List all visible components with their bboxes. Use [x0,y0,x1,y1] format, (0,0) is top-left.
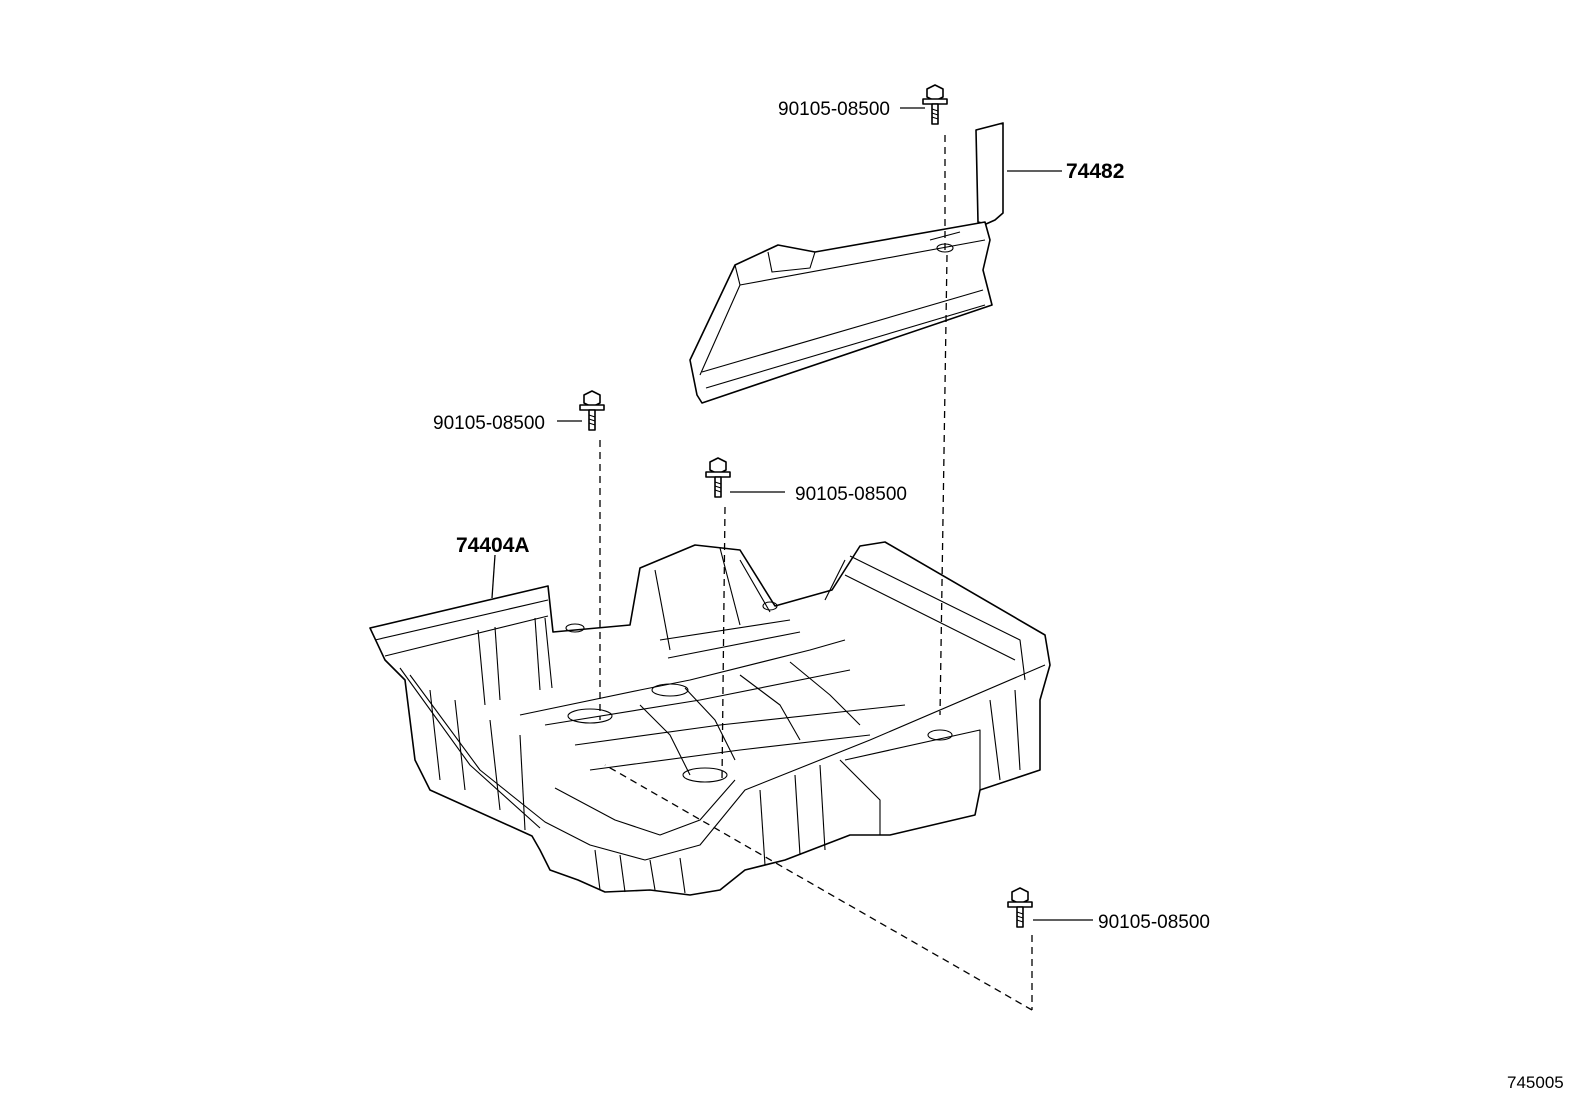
label-bolt-bottom-right: 90105-08500 [1098,912,1210,933]
label-bolt-left: 90105-08500 [433,413,545,434]
diagram-reference-number: 745005 [1507,1073,1564,1092]
bracket-74482[interactable] [689,122,1004,404]
bolt-icon-top[interactable] [922,84,948,125]
bolt-icon-bottom-right[interactable] [1007,887,1033,928]
bolt-icon-left[interactable] [579,390,605,431]
label-tray-74404A: 74404A [456,534,530,557]
label-bracket-74482: 74482 [1066,160,1124,183]
tray-74404A[interactable] [369,541,1051,896]
leader-lines [491,107,1093,921]
label-bolt-center: 90105-08500 [795,484,907,505]
assembly-lines [599,135,1033,1011]
label-bolt-top: 90105-08500 [778,99,890,120]
bolt-icon-center[interactable] [705,457,731,498]
